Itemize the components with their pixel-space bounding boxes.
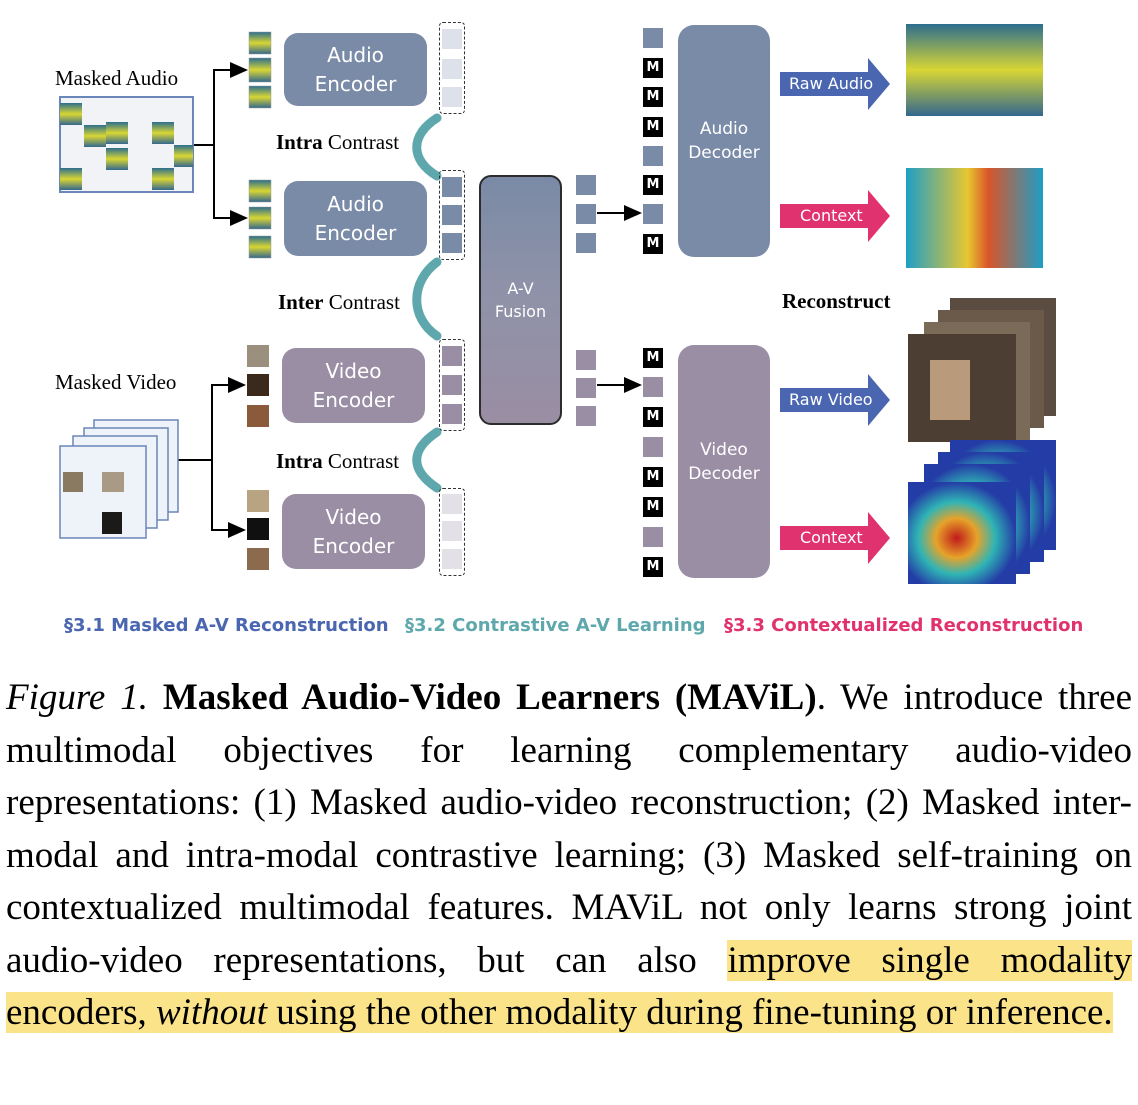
mask-token: M bbox=[643, 58, 663, 78]
mask-token: M bbox=[643, 407, 663, 427]
mask-token: M bbox=[643, 348, 663, 368]
audio-encoder-bottom: Audio Encoder bbox=[284, 181, 427, 256]
fusion-audio-token bbox=[576, 233, 596, 253]
fusion-video-token bbox=[576, 350, 596, 370]
raw-audio-label: Raw Audio bbox=[789, 74, 874, 93]
section-3-1-label: §3.1 Masked A-V Reconstruction bbox=[64, 615, 389, 636]
masked-video-label: Masked Video bbox=[55, 370, 177, 394]
mask-token: M bbox=[643, 467, 663, 487]
decoder-audio-token bbox=[643, 28, 663, 48]
video-encoder-bottom: Video Encoder bbox=[282, 494, 425, 569]
intra-contrast-top-label: Intra Contrast bbox=[276, 130, 400, 154]
audio-decoder: Audio Decoder bbox=[678, 25, 770, 257]
video-encoder-top: Video Encoder bbox=[282, 348, 425, 423]
figure: Masked Audio Masked Video Audio Encoder … bbox=[55, 22, 1056, 584]
decoder-video-token bbox=[643, 527, 663, 547]
context-audio-label: Context bbox=[800, 206, 863, 225]
reconstruct-label: Reconstruct bbox=[782, 289, 891, 313]
audio-tokens-top bbox=[439, 22, 465, 114]
video-decoder: Video Decoder bbox=[678, 345, 770, 578]
intra-contrast-bottom-label: Intra Contrast bbox=[276, 449, 400, 473]
fusion-audio-token bbox=[576, 175, 596, 195]
inter-contrast-label: Inter Contrast bbox=[278, 290, 400, 314]
audio-tokens-bottom bbox=[439, 170, 465, 260]
decoder-video-token bbox=[643, 437, 663, 457]
decoder-video-token bbox=[643, 377, 663, 397]
av-fusion: A-V Fusion bbox=[479, 175, 562, 425]
fusion-audio-token bbox=[576, 204, 596, 224]
context-video-label: Context bbox=[800, 528, 863, 547]
section-3-2-label: §3.2 Contrastive A-V Learning bbox=[405, 615, 706, 636]
mask-token: M bbox=[643, 557, 663, 577]
section-3-3-label: §3.3 Contextualized Reconstruction bbox=[724, 615, 1084, 636]
caption-figure-number: Figure 1. bbox=[6, 677, 148, 718]
audio-encoder-top: Audio Encoder bbox=[284, 33, 427, 106]
mask-token: M bbox=[643, 117, 663, 137]
raw-video-label: Raw Video bbox=[789, 390, 873, 409]
decoder-audio-token bbox=[643, 204, 663, 224]
video-tokens-top bbox=[439, 339, 465, 431]
figure-caption: Figure 1. Masked Audio-Video Learners (M… bbox=[6, 672, 1132, 1040]
fusion-video-token bbox=[576, 406, 596, 426]
masked-audio-label: Masked Audio bbox=[55, 66, 179, 90]
mask-token: M bbox=[643, 87, 663, 107]
mask-token: M bbox=[643, 234, 663, 254]
connectors bbox=[59, 24, 1056, 584]
video-tokens-bottom bbox=[439, 488, 465, 576]
mask-token: M bbox=[643, 175, 663, 195]
decoder-audio-token bbox=[643, 146, 663, 166]
fusion-video-token bbox=[576, 378, 596, 398]
caption-body: . We introduce three multimodal objectiv… bbox=[6, 677, 1132, 981]
caption-title: Masked Audio-Video Learners (MAViL) bbox=[162, 677, 817, 718]
mask-token: M bbox=[643, 497, 663, 517]
